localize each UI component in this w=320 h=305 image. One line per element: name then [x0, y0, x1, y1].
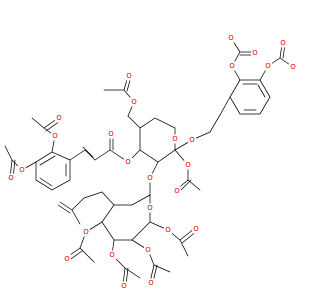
oxygen-label: O: [125, 158, 131, 166]
oxygen-label: O: [265, 62, 271, 70]
label-bg: [51, 131, 59, 141]
oxygen-label: O: [145, 246, 151, 254]
oxygen-label: O: [56, 114, 62, 122]
label-bg: [120, 281, 128, 291]
aryl-ring-2: [35, 151, 71, 191]
label-bg: [130, 97, 138, 107]
oxygen-label: O: [193, 225, 199, 233]
label-bg: [228, 61, 236, 71]
pyranose-ring-2: [101, 194, 151, 241]
oxygen-label: O: [189, 136, 195, 144]
label-bg: [107, 129, 115, 139]
label-bg: [192, 224, 200, 234]
label-bg: [184, 160, 192, 170]
label-bg: [227, 33, 235, 43]
oxygen-label: O: [64, 255, 70, 263]
oxygen-label: O: [174, 187, 180, 195]
oxygen-label: O: [83, 228, 89, 236]
oxygen-label: O: [147, 174, 153, 182]
oxygen-label: O: [19, 166, 25, 174]
label-bg: [164, 225, 172, 235]
oxygen-label: O: [8, 174, 14, 182]
label-bg: [173, 186, 181, 196]
oxygen-label: O: [280, 39, 286, 47]
label-bg: [144, 245, 152, 255]
oxygen-label: O: [109, 251, 115, 259]
oxygen-label: O: [172, 135, 178, 143]
oxygen-label: O: [165, 226, 171, 234]
pyranose-ring-1: [139, 117, 176, 163]
label-bg: [147, 278, 155, 288]
label-bg: [18, 165, 26, 175]
label-bg: [7, 173, 15, 183]
label-bg: [63, 254, 71, 264]
label-bg: [146, 173, 154, 183]
oxygen-label: O: [131, 98, 137, 106]
oxygen-label: O: [229, 62, 235, 70]
oxygen-label: O: [147, 204, 153, 212]
oxygen-label: O: [52, 132, 58, 140]
label-bg: [55, 113, 63, 123]
label-bg: [264, 61, 272, 71]
oxygen-label: O: [108, 130, 114, 138]
label-bg: [171, 134, 179, 144]
aryl-ring-1: [229, 79, 271, 115]
label-bg: [125, 71, 133, 81]
oxygen-label: O: [290, 63, 296, 71]
oxygen-label: O: [228, 34, 234, 42]
oxygen-label: O: [252, 49, 258, 57]
label-bg: [146, 203, 154, 213]
label-bg: [251, 48, 259, 58]
oxygen-label: O: [148, 279, 154, 287]
label-bg: [82, 227, 90, 237]
label-bg: [108, 250, 116, 260]
label-bg: [188, 135, 196, 145]
oxygen-label: O: [185, 161, 191, 169]
oxygen-label: O: [126, 72, 132, 80]
label-bg: [124, 157, 132, 167]
oxygen-label: O: [121, 282, 127, 290]
label-bg: [279, 38, 287, 48]
label-bg: [289, 62, 297, 72]
